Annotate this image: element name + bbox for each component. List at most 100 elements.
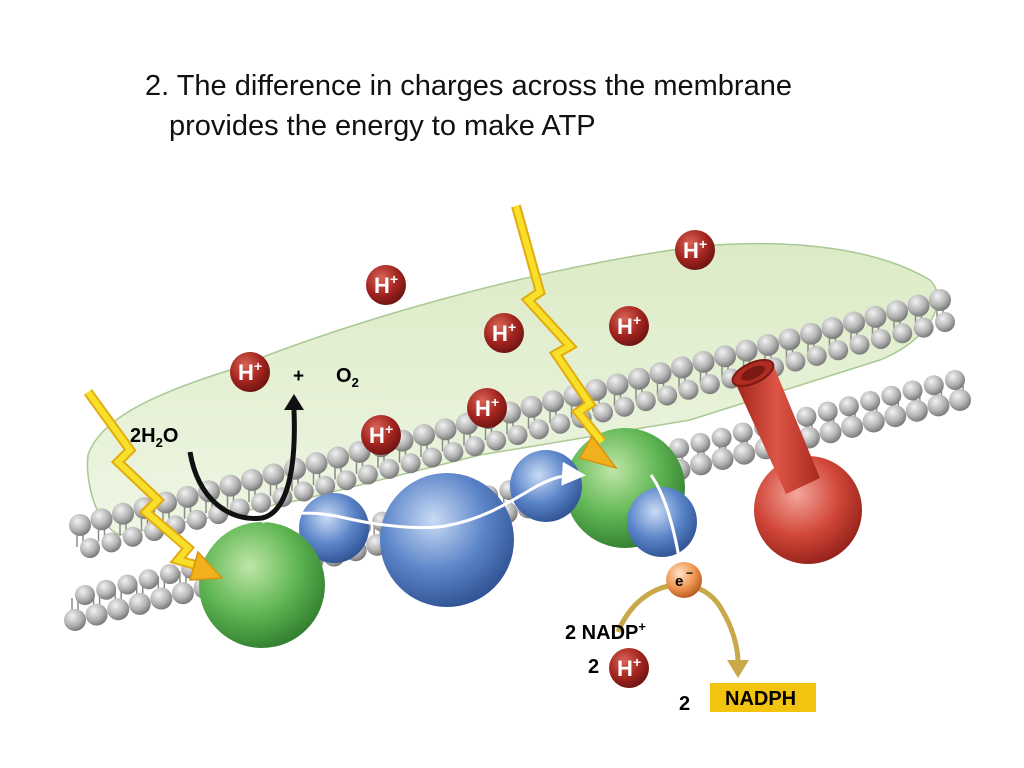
lipid-head bbox=[96, 579, 117, 600]
proton-sphere bbox=[484, 313, 524, 353]
nadp-label-main: 2 NADP bbox=[565, 622, 638, 644]
proton-sphere bbox=[366, 265, 406, 305]
lipid-head bbox=[841, 415, 864, 438]
electron-sphere bbox=[666, 562, 702, 598]
proton-h-plus: H+ bbox=[675, 230, 715, 270]
lipid-head bbox=[628, 367, 650, 390]
lipid-head bbox=[138, 569, 159, 590]
lipid-head bbox=[75, 585, 95, 605]
lipid-head bbox=[128, 592, 151, 615]
oxygen-label-subscript: 2 bbox=[352, 375, 359, 390]
lipid-head bbox=[593, 402, 613, 423]
lipid-head bbox=[69, 514, 91, 536]
proton-symbol: H bbox=[683, 238, 699, 263]
lipid-head bbox=[486, 430, 507, 451]
water-label-tail: O bbox=[163, 425, 179, 447]
lipid-head bbox=[862, 410, 885, 433]
lipid-head bbox=[251, 492, 271, 513]
lipid-head bbox=[711, 427, 732, 448]
nadph-coefficient: 2 bbox=[679, 693, 690, 715]
nadph-label: NADPH bbox=[725, 688, 796, 710]
lipid-head bbox=[669, 438, 690, 459]
proton-charge: + bbox=[633, 312, 641, 328]
lipid-head bbox=[735, 339, 758, 362]
lipid-head bbox=[828, 340, 849, 361]
lipid-head bbox=[838, 396, 859, 417]
water-label: 2H2O bbox=[130, 425, 178, 450]
proton-charge: + bbox=[254, 358, 262, 374]
ferredoxin-carrier bbox=[627, 487, 697, 557]
proton-symbol: H bbox=[617, 314, 633, 339]
proton-charge: + bbox=[633, 654, 641, 670]
proton-sphere bbox=[609, 306, 649, 346]
lipid-head bbox=[843, 311, 865, 334]
lipid-head bbox=[678, 379, 699, 400]
nadp-label: 2 NADP+ bbox=[565, 619, 646, 644]
lipid-head bbox=[464, 436, 485, 457]
lipid-head bbox=[550, 413, 571, 434]
lipid-head bbox=[949, 389, 971, 411]
photon-bolt bbox=[513, 205, 605, 444]
lipid-head bbox=[690, 432, 711, 453]
lipid-head bbox=[413, 424, 435, 446]
lipid-head bbox=[507, 425, 528, 445]
lipid-head bbox=[757, 334, 779, 356]
lipid-head bbox=[699, 374, 720, 395]
proton-charge: + bbox=[699, 236, 707, 252]
lipid-head bbox=[90, 508, 113, 531]
lipid-head bbox=[241, 469, 263, 491]
lipid-head bbox=[327, 446, 349, 469]
lipid-head bbox=[935, 312, 955, 332]
lipid-head bbox=[671, 356, 693, 379]
lipid-head bbox=[819, 421, 842, 444]
proton-sphere bbox=[609, 648, 649, 688]
proton-symbol: H bbox=[492, 321, 508, 346]
lipid-head bbox=[614, 396, 635, 417]
proton-charge: + bbox=[491, 394, 499, 410]
lipid-head bbox=[785, 351, 806, 372]
proton-charge: + bbox=[390, 271, 398, 287]
lipid-head bbox=[892, 323, 913, 344]
nadph-box bbox=[710, 683, 816, 712]
cytochrome-complex bbox=[380, 473, 514, 607]
proton-markers: H+H+H+H+H+H+H+H+ bbox=[230, 230, 715, 688]
lipid-head bbox=[117, 574, 138, 595]
proton-symbol: H bbox=[617, 656, 633, 681]
lipid-head bbox=[884, 405, 907, 428]
lipid-head bbox=[657, 385, 678, 406]
lipid-head bbox=[649, 362, 672, 385]
lipid-head bbox=[732, 422, 753, 443]
proton-sphere bbox=[467, 388, 507, 428]
water-label-main: 2H bbox=[130, 425, 156, 447]
water-splitting-arrowhead bbox=[284, 394, 304, 410]
water-label-subscript: 2 bbox=[156, 435, 163, 450]
lipid-head bbox=[945, 370, 965, 390]
lipid-head bbox=[101, 532, 122, 553]
lipid-head bbox=[262, 463, 285, 486]
nadp-reduction-arrowhead bbox=[727, 660, 749, 678]
lipid-head bbox=[800, 322, 822, 345]
lipid-head bbox=[860, 390, 881, 411]
proton-sphere bbox=[230, 352, 270, 392]
proton-h-plus: H+ bbox=[609, 648, 649, 688]
photon-arrowhead bbox=[188, 550, 224, 581]
lipid-head bbox=[315, 475, 336, 496]
lipid-head bbox=[159, 564, 180, 585]
electron: e − bbox=[666, 562, 702, 598]
proton-charge: + bbox=[508, 319, 516, 335]
nadp-reduction-arrow bbox=[615, 582, 741, 663]
lipid-head bbox=[817, 401, 838, 422]
lipid-head bbox=[927, 394, 950, 417]
proton-coefficient: 2 bbox=[588, 656, 599, 678]
plus-sign: + bbox=[293, 366, 304, 387]
atp-synthase-stalk bbox=[734, 362, 820, 494]
lipid-head bbox=[907, 294, 930, 317]
proton-symbol: H bbox=[238, 360, 254, 385]
lipid-head bbox=[422, 447, 442, 468]
lipid-head bbox=[443, 441, 464, 462]
proton-h-plus: H+ bbox=[361, 415, 401, 455]
light-photons bbox=[83, 204, 618, 581]
lipid-head bbox=[400, 453, 421, 474]
electron-symbol: e bbox=[675, 573, 683, 590]
proton-symbol: H bbox=[369, 423, 385, 448]
